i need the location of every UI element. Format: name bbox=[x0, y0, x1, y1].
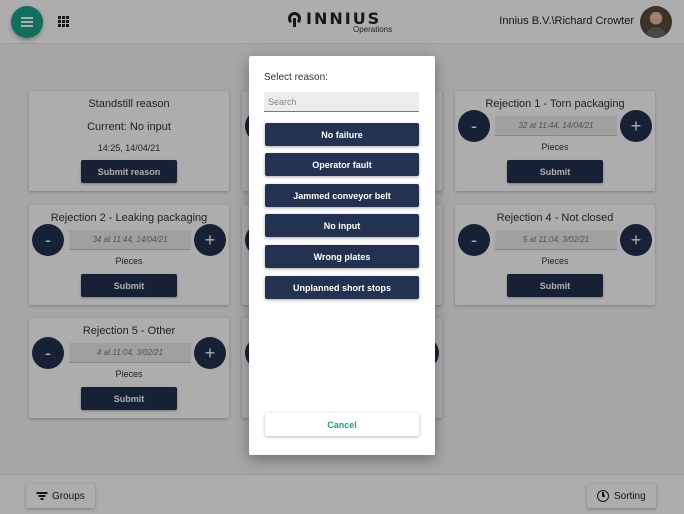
unit-label: Pieces bbox=[115, 256, 143, 266]
sorting-button[interactable]: Sorting bbox=[587, 484, 656, 508]
submit-button[interactable]: Submit bbox=[507, 274, 603, 297]
submit-button[interactable]: Submit bbox=[507, 160, 603, 183]
reason-wrong-plates[interactable]: Wrong plates bbox=[265, 245, 419, 268]
reason-unplanned-short-stops[interactable]: Unplanned short stops bbox=[265, 276, 419, 299]
submit-button[interactable]: Submit bbox=[81, 274, 177, 297]
groups-label: Groups bbox=[52, 490, 85, 502]
card-title: Standstill reason bbox=[88, 98, 170, 110]
decrement-button[interactable]: - bbox=[32, 224, 64, 256]
reason-jammed-conveyor-belt[interactable]: Jammed conveyor belt bbox=[265, 184, 419, 207]
decrement-button[interactable]: - bbox=[458, 110, 490, 142]
innius-logo: INNIUS Operations bbox=[286, 8, 398, 36]
unit-label: Pieces bbox=[541, 142, 569, 152]
submit-reason-button[interactable]: Submit reason bbox=[81, 160, 177, 183]
groups-button[interactable]: Groups bbox=[26, 484, 95, 508]
top-bar: INNIUS Operations Innius B.V.\Richard Cr… bbox=[0, 0, 684, 44]
logo-subtitle: Operations bbox=[353, 25, 393, 34]
decrement-button[interactable]: - bbox=[32, 337, 64, 369]
counter-value: 4 at 11:04, 3/02/21 bbox=[69, 343, 191, 363]
card-rejection-5: Rejection 5 - Other - 4 at 11:04, 3/02/2… bbox=[29, 318, 229, 418]
submit-button[interactable]: Submit bbox=[81, 387, 177, 410]
counter-value: 32 at 11:44, 14/04/21 bbox=[495, 116, 617, 136]
reason-operator-fault[interactable]: Operator fault bbox=[265, 153, 419, 176]
decrement-button[interactable]: - bbox=[458, 224, 490, 256]
innius-logo-icon bbox=[288, 12, 301, 27]
card-rejection-4: Rejection 4 - Not closed - 5 at 11:04, 3… bbox=[455, 205, 655, 305]
card-rejection-1: Rejection 1 - Torn packaging - 32 at 11:… bbox=[455, 91, 655, 191]
reason-no-input[interactable]: No input bbox=[265, 214, 419, 237]
unit-label: Pieces bbox=[541, 256, 569, 266]
select-reason-dialog: Select reason: No failure Operator fault… bbox=[249, 56, 435, 455]
card-title: Rejection 5 - Other bbox=[82, 325, 176, 337]
dialog-label: Select reason: bbox=[264, 72, 328, 83]
card-title: Rejection 4 - Not closed bbox=[496, 212, 614, 224]
logo-text: INNIUS bbox=[306, 9, 382, 28]
filter-icon bbox=[36, 492, 47, 500]
apps-grid-icon[interactable] bbox=[58, 16, 69, 27]
card-rejection-2: Rejection 2 - Leaking packaging - 34 at … bbox=[29, 205, 229, 305]
card-standstill-reason: Standstill reason Current: No input 14:2… bbox=[29, 91, 229, 191]
bottom-bar: Groups Sorting bbox=[0, 474, 684, 514]
hamburger-icon bbox=[21, 17, 33, 27]
card-title: Rejection 2 - Leaking packaging bbox=[50, 212, 208, 224]
counter-value: 34 at 11:44, 14/04/21 bbox=[69, 230, 191, 250]
menu-button[interactable] bbox=[11, 6, 43, 38]
increment-button[interactable]: + bbox=[620, 110, 652, 142]
increment-button[interactable]: + bbox=[194, 337, 226, 369]
avatar[interactable] bbox=[640, 6, 672, 38]
increment-button[interactable]: + bbox=[620, 224, 652, 256]
current-status: Current: No input bbox=[87, 121, 171, 133]
status-time: 14:25, 14/04/21 bbox=[97, 143, 161, 153]
sorting-label: Sorting bbox=[614, 490, 646, 502]
user-name[interactable]: Innius B.V.\Richard Crowter bbox=[499, 15, 634, 27]
unit-label: Pieces bbox=[115, 369, 143, 379]
clock-icon bbox=[597, 490, 609, 502]
reason-no-failure[interactable]: No failure bbox=[265, 123, 419, 146]
card-title: Rejection 1 - Torn packaging bbox=[485, 98, 625, 110]
search-input[interactable] bbox=[264, 92, 419, 112]
cancel-button[interactable]: Cancel bbox=[265, 413, 419, 436]
counter-value: 5 at 11:04, 3/02/21 bbox=[495, 230, 617, 250]
increment-button[interactable]: + bbox=[194, 224, 226, 256]
